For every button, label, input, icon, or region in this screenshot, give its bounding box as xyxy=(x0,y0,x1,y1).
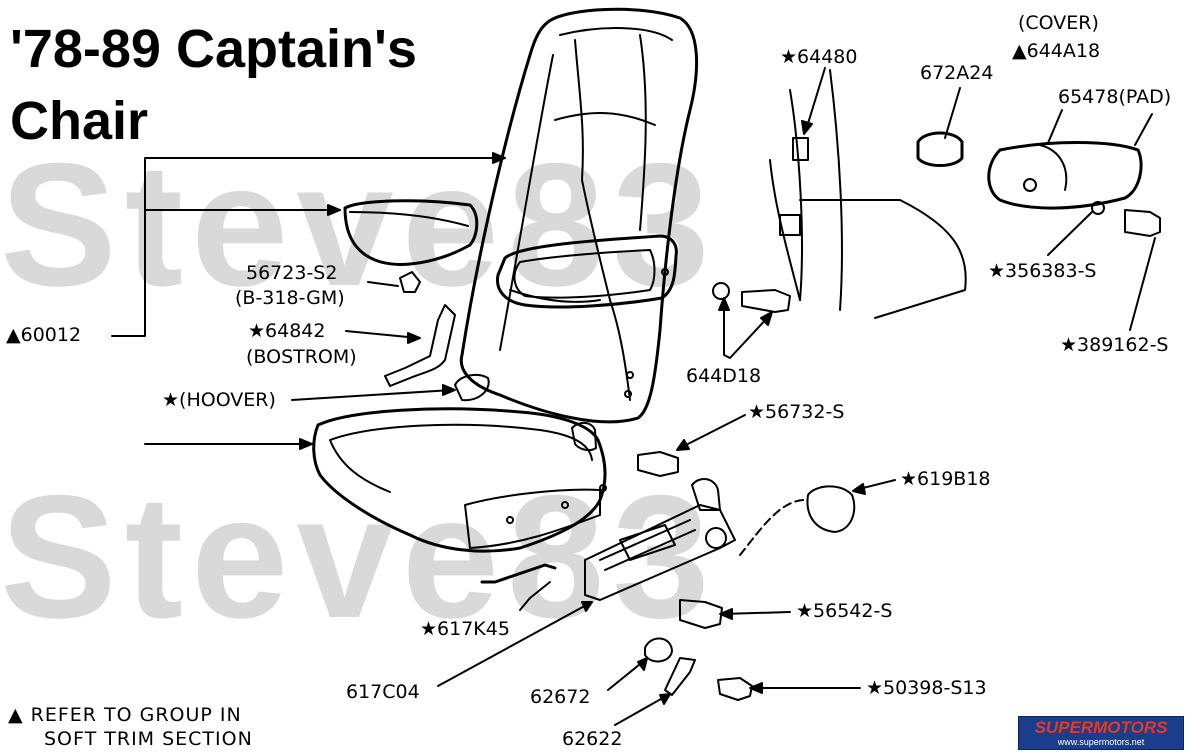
armrest-pad xyxy=(987,141,1143,210)
recliner-mechanism xyxy=(584,478,736,601)
label-50398: ★50398-S13 xyxy=(866,677,987,699)
bolt-644D18 xyxy=(741,289,791,313)
label-644A18: ▲644A18 xyxy=(1012,40,1101,62)
cab-wall xyxy=(769,69,967,319)
label-pad: 65478(PAD) xyxy=(1058,86,1172,108)
logo-brand: SUPERMOTORS xyxy=(1034,718,1168,737)
diagram-title-line1: '78-89 Captain's xyxy=(10,19,417,79)
label-bostrom: (BOSTROM) xyxy=(246,346,357,368)
bolt-56542 xyxy=(679,599,723,629)
footnote-line1: ▲ REFER TO GROUP IN xyxy=(8,704,242,726)
label-356383: ★356383-S xyxy=(988,260,1097,282)
screw-50398 xyxy=(717,677,753,701)
label-672A24: 672A24 xyxy=(920,62,994,84)
label-64480: ★64480 xyxy=(780,46,858,68)
label-644D18: 644D18 xyxy=(686,365,762,387)
label-56732: ★56732-S xyxy=(748,401,845,423)
footnote-line2: SOFT TRIM SECTION xyxy=(44,728,253,750)
release-cable xyxy=(739,499,806,556)
label-62622: 62622 xyxy=(562,728,623,750)
label-56542: ★56542-S xyxy=(796,600,893,622)
diagram-title-line2: Chair xyxy=(10,91,149,151)
label-56723: 56723-S2 xyxy=(246,262,338,284)
label-60012: ▲60012 xyxy=(6,324,82,346)
leader-lines xyxy=(111,67,1156,726)
knob-619B18 xyxy=(806,485,856,533)
armrest-right xyxy=(495,234,678,309)
bolt-56732 xyxy=(637,451,679,477)
label-617C04: 617C04 xyxy=(346,681,420,703)
supermotors-logo: SUPERMOTORS www.supermotors.net xyxy=(1018,716,1184,750)
screw-64480 xyxy=(792,137,809,161)
lever-62622 xyxy=(664,657,696,696)
hinge-672A24 xyxy=(916,131,964,167)
seat-cushion xyxy=(312,407,607,553)
armrest-left xyxy=(343,199,479,266)
hoover-bracket xyxy=(454,373,490,402)
rod-617K45 xyxy=(480,563,557,584)
bolt-389162 xyxy=(1124,209,1161,237)
label-hoover: ★(HOOVER) xyxy=(162,389,276,411)
label-62672: 62672 xyxy=(530,686,591,708)
label-617K45: ★617K45 xyxy=(420,618,510,640)
label-619B18: ★619B18 xyxy=(900,468,991,490)
washer-644D18 xyxy=(712,282,730,300)
washer-62672 xyxy=(644,637,673,663)
bostrom-bracket xyxy=(384,304,456,387)
screw-56723 xyxy=(399,271,421,293)
label-64842: ★64842 xyxy=(248,320,326,342)
logo-url: www.supermotors.net xyxy=(1057,737,1145,747)
label-b318: (B-318-GM) xyxy=(235,287,345,309)
seat-back xyxy=(459,7,698,424)
label-389162: ★389162-S xyxy=(1060,334,1169,356)
label-cover: (COVER) xyxy=(1018,12,1099,34)
